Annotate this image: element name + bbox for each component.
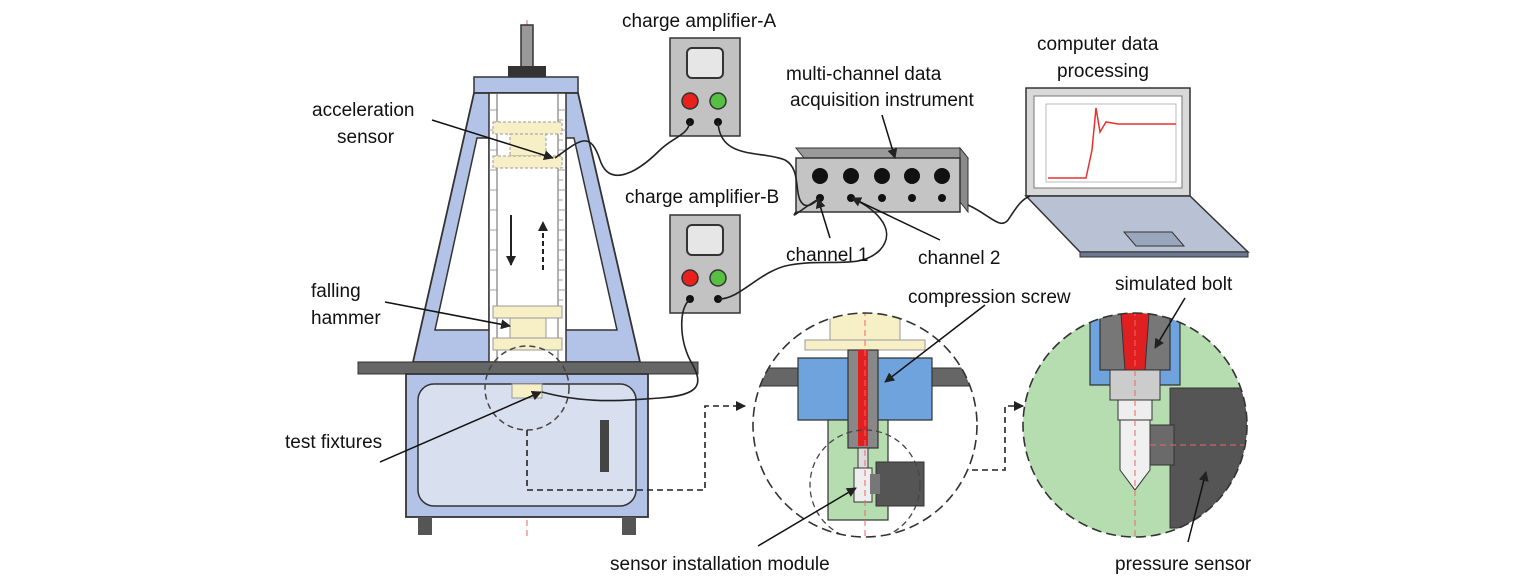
drop-tower — [357, 20, 699, 540]
label-simulated-bolt: simulated bolt — [1115, 274, 1233, 295]
cables — [541, 121, 1031, 402]
label-pressure-sensor: pressure sensor — [1115, 554, 1252, 575]
label-falling-line2: hammer — [311, 308, 381, 329]
data-acquisition-instrument — [794, 146, 970, 214]
label-channel-1: channel 1 — [786, 245, 868, 266]
label-compression-screw: compression screw — [908, 287, 1071, 308]
label-falling-line1: falling — [311, 281, 361, 302]
charge-amplifier-a — [669, 37, 741, 137]
scale-ticks — [489, 109, 566, 301]
leader-lines — [379, 114, 1209, 547]
label-acceleration-line2: sensor — [337, 127, 395, 148]
sensor-installation-detail — [752, 312, 978, 538]
label-multi-channel-line2: acquisition instrument — [790, 90, 974, 111]
label-multi-channel-line1: multi-channel data — [786, 64, 942, 85]
label-channel-2: channel 2 — [918, 248, 1000, 269]
charge-amplifier-b — [669, 214, 741, 314]
label-computer-line1: computer data — [1037, 34, 1159, 55]
pressure-sensor-detail — [1022, 312, 1248, 538]
label-charge-amplifier-b: charge amplifier-B — [625, 187, 779, 208]
label-computer-line2: processing — [1057, 61, 1149, 82]
label-test-fixtures: test fixtures — [285, 432, 382, 453]
label-charge-amplifier-a: charge amplifier-A — [622, 11, 776, 32]
label-sensor-installation-module: sensor installation module — [610, 554, 830, 575]
laptop — [1024, 87, 1250, 258]
label-acceleration-line1: acceleration — [312, 100, 414, 121]
